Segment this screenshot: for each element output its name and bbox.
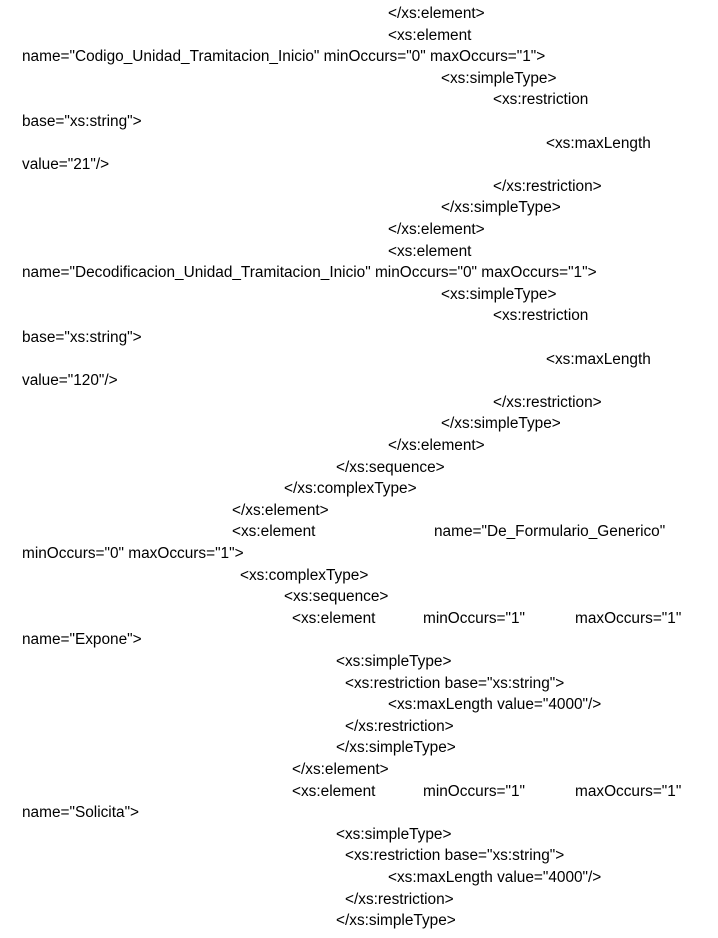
code-line: </xs:sequence> (0, 457, 718, 479)
code-line: <xs:maxLength value="4000"/> (0, 694, 718, 716)
code-text: <xs:element (292, 782, 376, 800)
code-text: minOccurs="1" (423, 609, 526, 627)
code-text: <xs:maxLength value="4000"/> (388, 869, 602, 886)
code-text: base="xs:string"> (22, 113, 142, 130)
code-text: name="Codigo_Unidad_Tramitacion_Inicio" … (22, 48, 546, 66)
code-text: <xs:element (388, 242, 472, 260)
code-text: </xs:restriction> (345, 717, 454, 735)
code-line: base="xs:string"> (0, 327, 718, 349)
code-line: name="Expone"> (0, 629, 718, 651)
code-line: </xs:element> (0, 219, 718, 241)
code-line: </xs:complexType> (0, 478, 718, 500)
code-text: <xs:simpleType> (336, 825, 452, 843)
code-text: </xs:simpleType> (441, 199, 561, 217)
code-line: minOccurs="0" maxOccurs="1"> (0, 543, 718, 565)
code-line: </xs:simpleType> (0, 910, 718, 932)
code-text: <xs:simpleType> (441, 69, 557, 87)
code-text: minOccurs="1" (423, 782, 526, 800)
code-line: <xs:simpleType> (0, 824, 718, 846)
code-line: <xs:element (0, 25, 718, 47)
code-text: value="120"/> (22, 372, 118, 390)
code-text: </xs:simpleType> (336, 739, 456, 757)
code-line: name="Codigo_Unidad_Tramitacion_Inicio" … (0, 46, 718, 68)
code-text: <xs:maxLength value="4000"/> (388, 696, 602, 714)
code-line: </xs:element> (0, 759, 718, 781)
code-line: <xs:maxLength (0, 133, 718, 155)
code-text: maxOccurs="1" (575, 609, 682, 627)
code-text: base="xs:string"> (22, 329, 142, 346)
code-line: </xs:element> (0, 3, 718, 25)
code-line: </xs:restriction> (0, 176, 718, 198)
code-text: </xs:sequence> (336, 458, 445, 476)
code-line: <xs:restriction base="xs:string"> (0, 845, 718, 867)
code-text: <xs:element (388, 26, 472, 44)
code-line: </xs:restriction> (0, 392, 718, 414)
code-text: <xs:simpleType> (441, 285, 557, 303)
code-text: </xs:simpleType> (336, 912, 456, 930)
code-text: <xs:restriction (493, 307, 589, 325)
code-text: value="21"/> (22, 156, 110, 174)
code-line: </xs:restriction> (0, 889, 718, 911)
code-text: </xs:complexType> (284, 480, 417, 498)
code-line: <xs:simpleType> (0, 68, 718, 90)
code-text: <xs:maxLength (546, 350, 651, 368)
code-text: <xs:element (232, 523, 316, 541)
code-line: <xs:element minOccurs="1" maxOccurs="1" (0, 608, 718, 630)
code-line: value="120"/> (0, 370, 718, 392)
code-text: minOccurs="0" maxOccurs="1"> (22, 545, 244, 562)
code-line: <xs:simpleType> (0, 284, 718, 306)
code-line: <xs:element name="De_Formulario_Generico… (0, 521, 718, 543)
code-text: <xs:restriction base="xs:string"> (345, 847, 565, 865)
code-line: </xs:simpleType> (0, 197, 718, 219)
code-text: <xs:restriction base="xs:string"> (345, 674, 565, 692)
code-line: </xs:element> (0, 435, 718, 457)
code-line: <xs:maxLength value="4000"/> (0, 867, 718, 889)
code-line: <xs:element (0, 241, 718, 263)
code-line: </xs:simpleType> (0, 413, 718, 435)
code-line: </xs:restriction> (0, 716, 718, 738)
code-text: maxOccurs="1" (575, 782, 682, 800)
code-line: <xs:restriction (0, 305, 718, 327)
code-text: name="De_Formulario_Generico" (434, 523, 666, 541)
code-text: <xs:element (292, 609, 376, 627)
code-text: <xs:sequence> (284, 588, 389, 606)
code-text: </xs:restriction> (493, 393, 602, 411)
code-text: </xs:restriction> (345, 890, 454, 908)
code-text: <xs:simpleType> (336, 653, 452, 670)
code-text: </xs:element> (292, 761, 389, 778)
code-text: name="Expone"> (22, 631, 142, 649)
code-text: name="Solicita"> (22, 804, 140, 822)
code-text: <xs:complexType> (240, 566, 369, 584)
code-line: <xs:sequence> (0, 586, 718, 608)
code-line: name="Decodificacion_Unidad_Tramitacion_… (0, 262, 718, 284)
code-text: <xs:maxLength (546, 134, 651, 152)
code-line: <xs:simpleType> (0, 651, 718, 673)
code-line: base="xs:string"> (0, 111, 718, 133)
code-text: </xs:element> (232, 501, 329, 519)
code-text: </xs:element> (388, 221, 485, 238)
code-line: <xs:maxLength (0, 349, 718, 371)
code-text: </xs:element> (388, 5, 485, 22)
code-line: value="21"/> (0, 154, 718, 176)
code-text: </xs:restriction> (493, 177, 602, 195)
code-text: </xs:element> (388, 437, 485, 454)
code-line: </xs:simpleType> (0, 737, 718, 759)
code-line: name="Solicita"> (0, 802, 718, 824)
code-text: <xs:restriction (493, 91, 589, 109)
code-text: </xs:simpleType> (441, 415, 561, 433)
code-line: <xs:element minOccurs="1" maxOccurs="1" (0, 781, 718, 803)
code-line: <xs:restriction base="xs:string"> (0, 673, 718, 695)
code-text: name="Decodificacion_Unidad_Tramitacion_… (22, 264, 597, 282)
code-line: <xs:restriction (0, 89, 718, 111)
code-line: <xs:complexType> (0, 565, 718, 587)
code-line: </xs:element> (0, 500, 718, 522)
